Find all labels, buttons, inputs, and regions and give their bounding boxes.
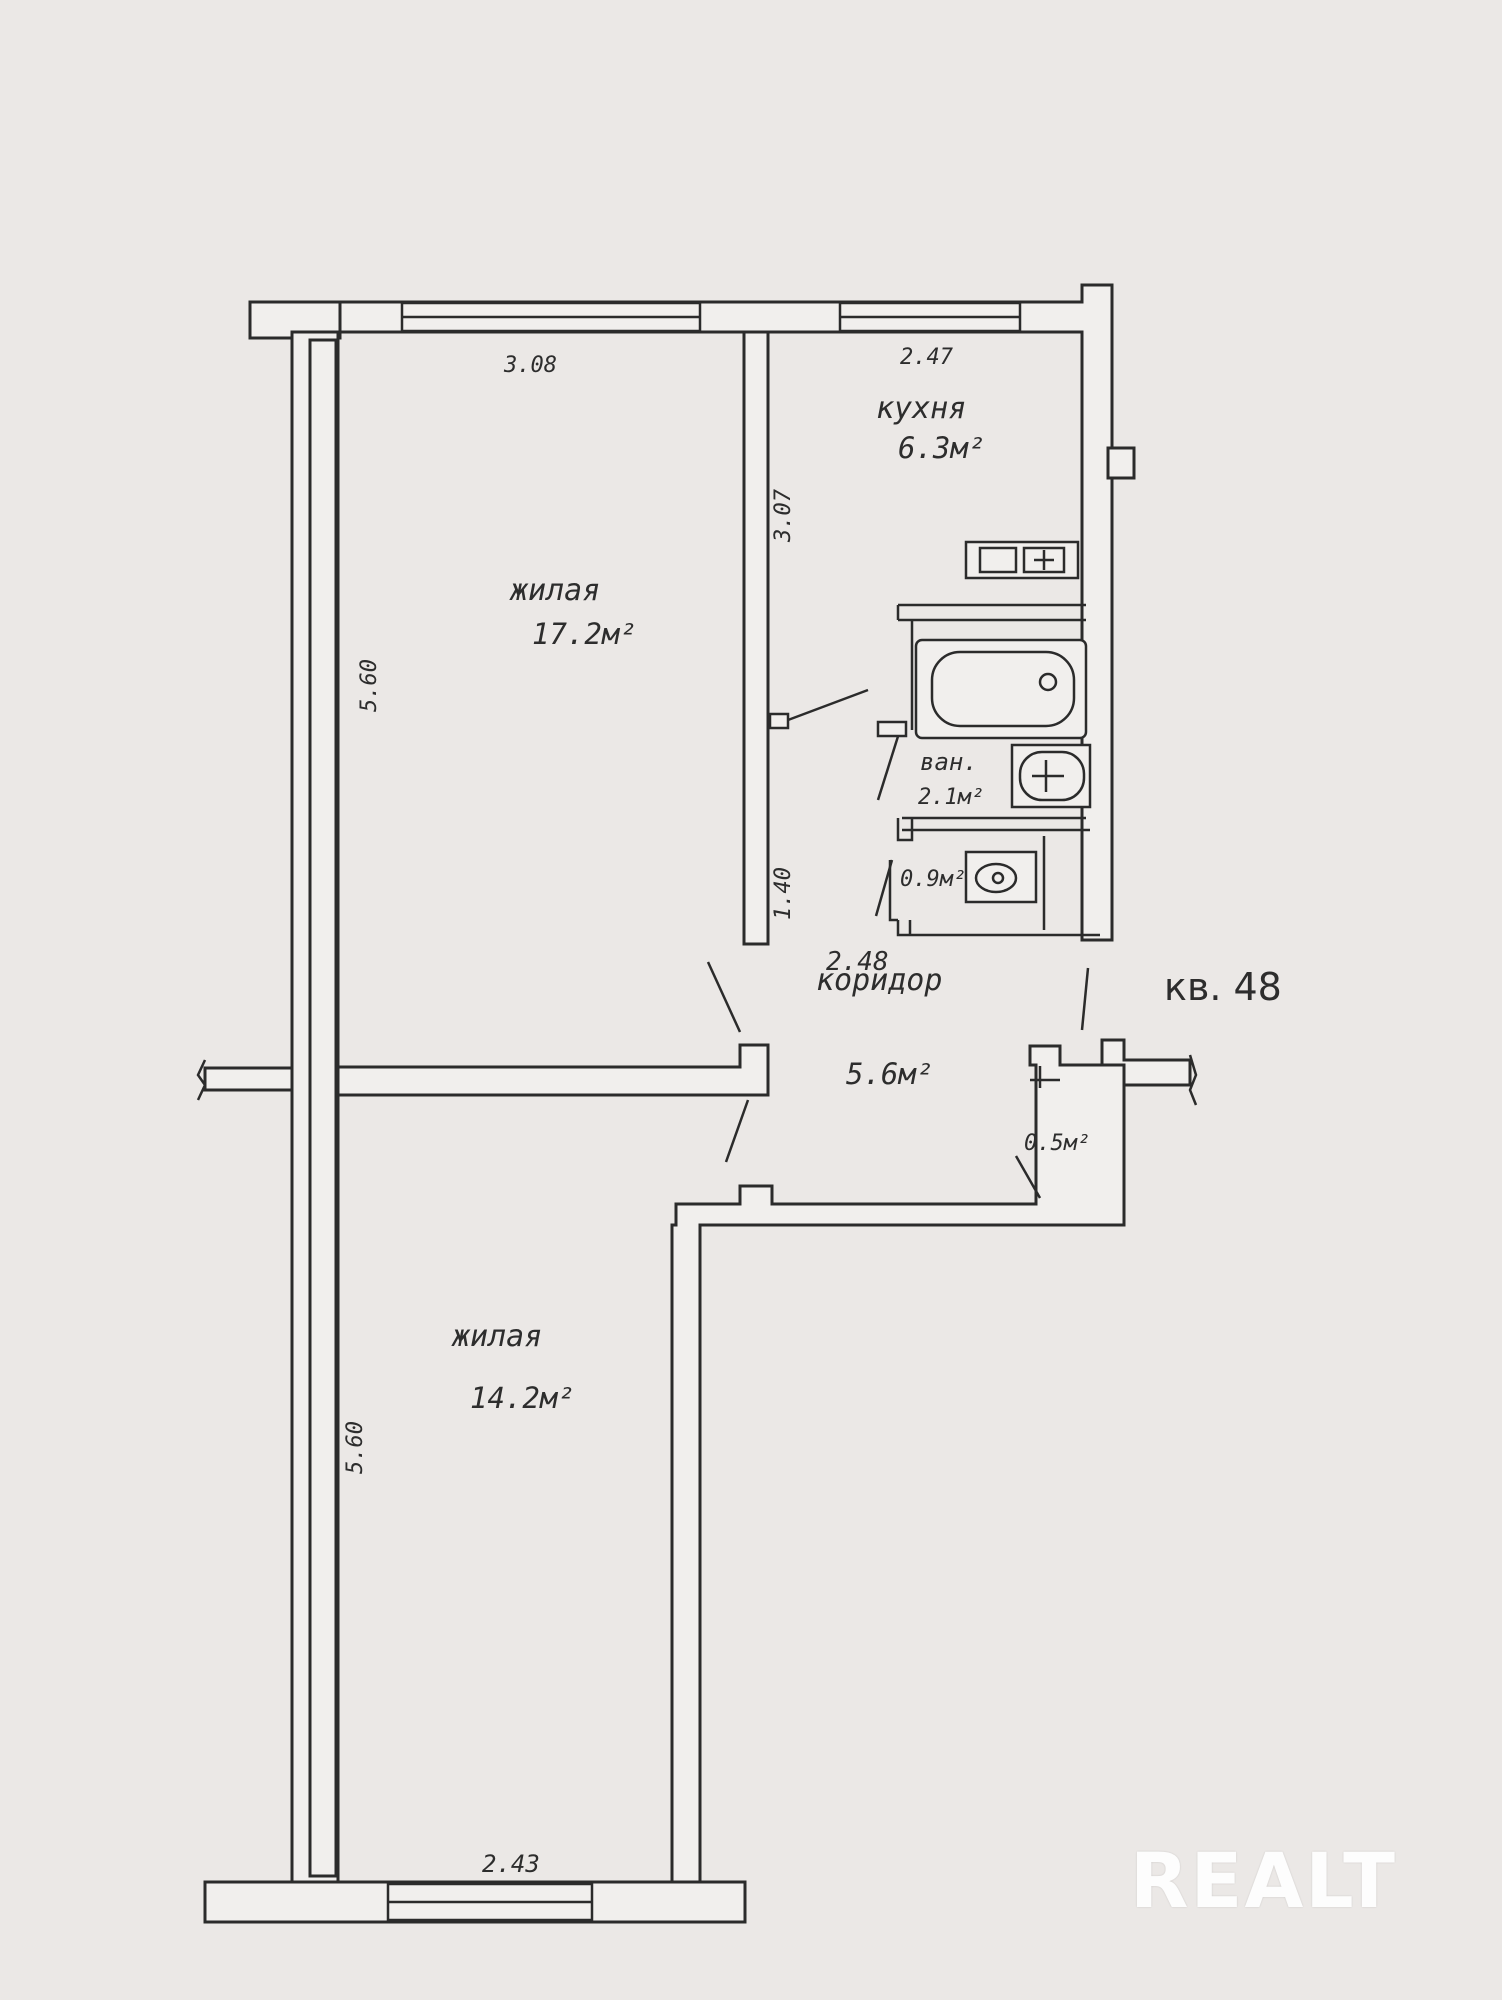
bathroom-name: ван.	[920, 748, 978, 776]
corridor-name: коридор	[816, 963, 942, 998]
bathtub	[914, 638, 1088, 740]
left-outer-wall	[290, 330, 340, 1886]
living-rooms-partition	[336, 1043, 770, 1097]
dim-bottom-room-width: 2.43	[482, 1850, 540, 1878]
bottom-window	[386, 1882, 594, 1922]
doors	[706, 688, 1090, 1199]
dim-bottom-room-length: 5.60	[343, 1421, 368, 1474]
apartment-label: кв. 48	[1164, 965, 1282, 1009]
top-window	[400, 301, 702, 333]
kitchen-area: 6.3м²	[898, 431, 985, 465]
dim-kitchen-depth: 3.07	[771, 488, 796, 543]
bathroom-partition	[896, 603, 1086, 730]
kitchen-counter	[964, 540, 1080, 580]
living-top-name: жилая	[509, 573, 600, 608]
bathroom-sink	[1010, 743, 1092, 809]
entrance-wall	[1100, 1038, 1192, 1087]
kitchen-partition	[742, 330, 770, 946]
living-top-area: 17.2м²	[532, 617, 637, 651]
dim-top-room-length: 5.60	[357, 659, 382, 712]
corridor-area: 5.6м²	[846, 1057, 933, 1091]
living-bottom-name: жилая	[451, 1319, 542, 1354]
realt-watermark: REALT	[1130, 1836, 1397, 1925]
left-wall-stub	[203, 1066, 294, 1092]
dim-bath-wall: 1.40	[771, 867, 796, 920]
kitchen-wall-nub	[1106, 446, 1136, 480]
dim-corridor-width: 2.48	[826, 947, 889, 977]
toilet	[964, 836, 1046, 930]
kitchen-window	[838, 301, 1022, 333]
bathroom-area: 2.1м²	[918, 785, 984, 810]
dim-top-room-width: 3.08	[503, 353, 557, 378]
closet-area: 0.5м²	[1024, 1131, 1090, 1156]
toilet-partition	[896, 816, 1090, 842]
kitchen-name: кухня	[876, 391, 966, 426]
corridor-bottom-wall	[670, 1044, 1126, 1884]
top-wall	[250, 283, 1114, 942]
living-bottom-area: 14.2м²	[470, 1381, 575, 1415]
dim-kitchen-width: 2.47	[900, 345, 954, 370]
toilet-bottom-wall	[896, 920, 1100, 937]
toilet-area: 0.9м²	[900, 867, 966, 892]
